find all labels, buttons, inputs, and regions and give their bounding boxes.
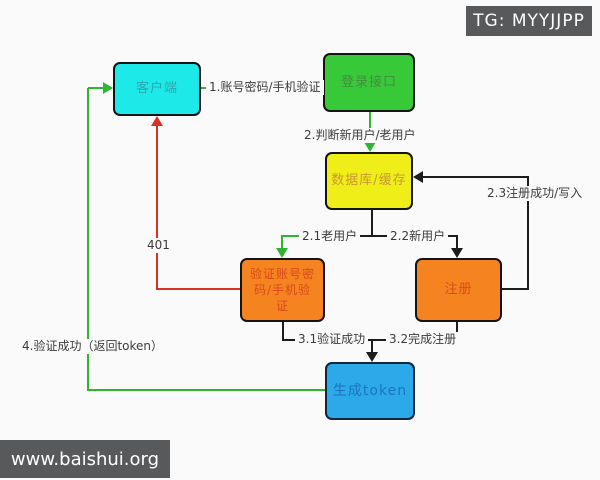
edge-token-return-vertical-line — [87, 88, 89, 391]
edge-401-vertical-line — [156, 125, 158, 290]
arrowhead-into-database-icon — [364, 142, 376, 152]
arrowhead-into-register-icon — [451, 248, 463, 258]
edge-label-3-1: 3.1验证成功 — [295, 332, 369, 347]
edge-database-split-line — [371, 210, 373, 237]
edge-label-401: 401 — [144, 238, 173, 253]
node-register: 注册 — [415, 258, 502, 322]
arrowhead-into-verify-icon — [276, 248, 288, 258]
website-watermark-badge: www.baishui.org — [0, 440, 170, 478]
arrowhead-into-token-icon — [366, 352, 378, 362]
edge-401-horizontal-line — [157, 288, 240, 290]
node-database-cache: 数据库/缓存 — [325, 152, 413, 210]
edge-register-out-line — [502, 288, 529, 290]
edge-label-4: 4.验证成功（返回token） — [19, 339, 167, 354]
edge-merge-token-line — [371, 341, 373, 354]
edge-token-return-top-line — [88, 87, 106, 89]
edge-token-return-bottom-line — [88, 389, 325, 391]
edge-label-1: 1.账号密码/手机验证 — [206, 80, 324, 95]
node-login-api: 登录接口 — [323, 53, 415, 112]
edge-old-user-drop-line — [281, 235, 283, 250]
arrowhead-into-client-bottom-icon — [151, 116, 163, 126]
edge-label-2: 2.判断新用户/老用户 — [301, 128, 419, 143]
edge-label-3-2: 3.2完成注册 — [386, 332, 460, 347]
edge-label-2-2: 2.2新用户 — [387, 229, 449, 244]
arrowhead-into-client-left-icon — [103, 82, 113, 94]
node-generate-token: 生成token — [325, 362, 415, 420]
node-client: 客户端 — [113, 62, 201, 116]
edge-register-down-line — [456, 322, 458, 341]
edge-new-user-drop-line — [456, 235, 458, 251]
telegram-watermark-badge: TG: MYYJJPP — [466, 6, 592, 36]
arrowhead-into-database-right-icon — [413, 171, 423, 183]
edge-register-up-line — [527, 176, 529, 290]
node-verify-credentials: 验证账号密码/手机验证 — [240, 258, 325, 322]
edge-register-database-line — [423, 176, 529, 178]
edge-verify-down-line — [282, 322, 284, 341]
edge-label-2-1: 2.1老用户 — [299, 229, 361, 244]
edge-label-2-3: 2.3注册成功/写入 — [484, 186, 586, 201]
